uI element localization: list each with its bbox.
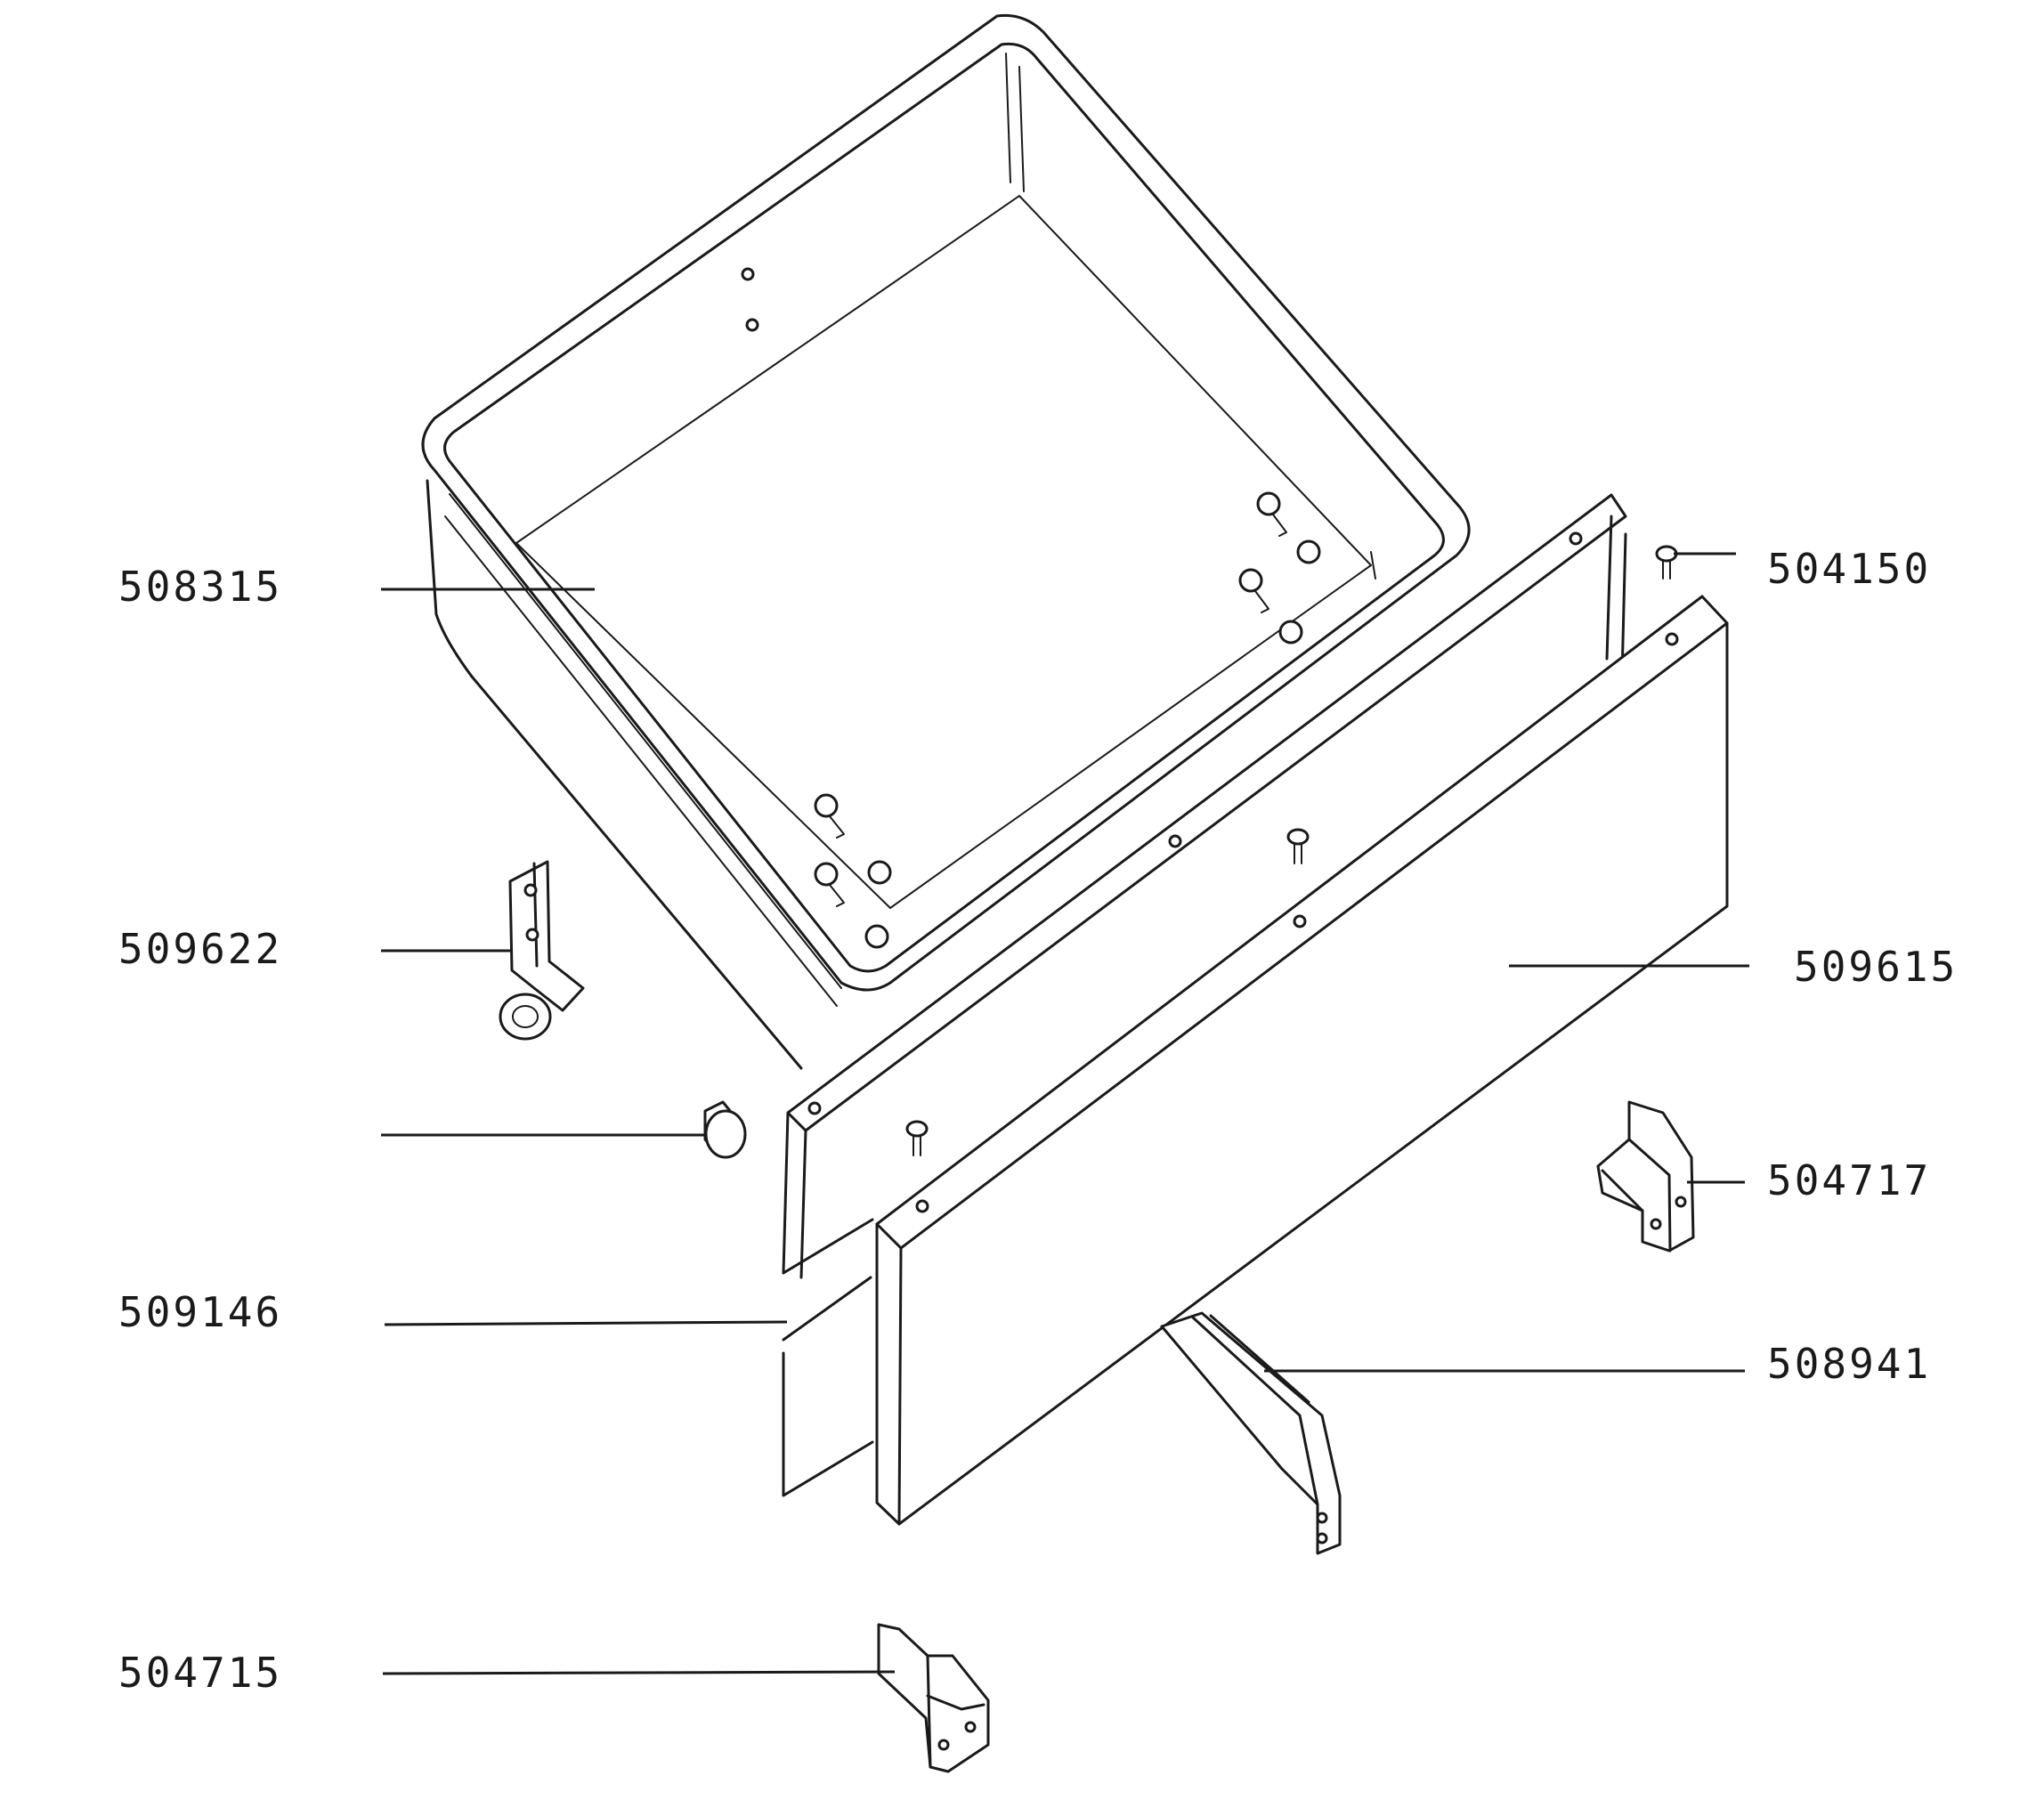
pin-icon: [1286, 828, 1310, 864]
pin-icon: [905, 1120, 929, 1156]
part-label-509146: 509146: [118, 1288, 282, 1336]
part-label-509622: 509622: [118, 925, 282, 973]
part-label-504715: 504715: [118, 1649, 282, 1697]
front-panel-part: [875, 595, 1729, 1526]
screw-icon: [814, 793, 845, 839]
part-label-504150: 504150: [1767, 545, 1931, 593]
screw-icon: [814, 862, 845, 907]
part-label-504717: 504717: [1767, 1156, 1931, 1204]
screw-icon: [1238, 568, 1269, 613]
runner-part: [1160, 1311, 1342, 1555]
rail-part: [782, 493, 1627, 1497]
part-label-508315: 508315: [118, 563, 282, 611]
part-label-509615: 509615: [1794, 943, 1958, 991]
screw-icon: [1256, 491, 1287, 537]
leader-line-504715: [382, 1670, 896, 1675]
bracket-right-part: [1596, 1100, 1695, 1253]
castor-part: [499, 860, 585, 1041]
bracket-left-part: [877, 1623, 990, 1773]
pin-icon: [1655, 545, 1678, 580]
leader-line-509146: [384, 1320, 788, 1326]
knob-part: [703, 1100, 747, 1159]
tub-part: [421, 13, 1471, 1070]
part-label-508941: 508941: [1767, 1340, 1931, 1388]
